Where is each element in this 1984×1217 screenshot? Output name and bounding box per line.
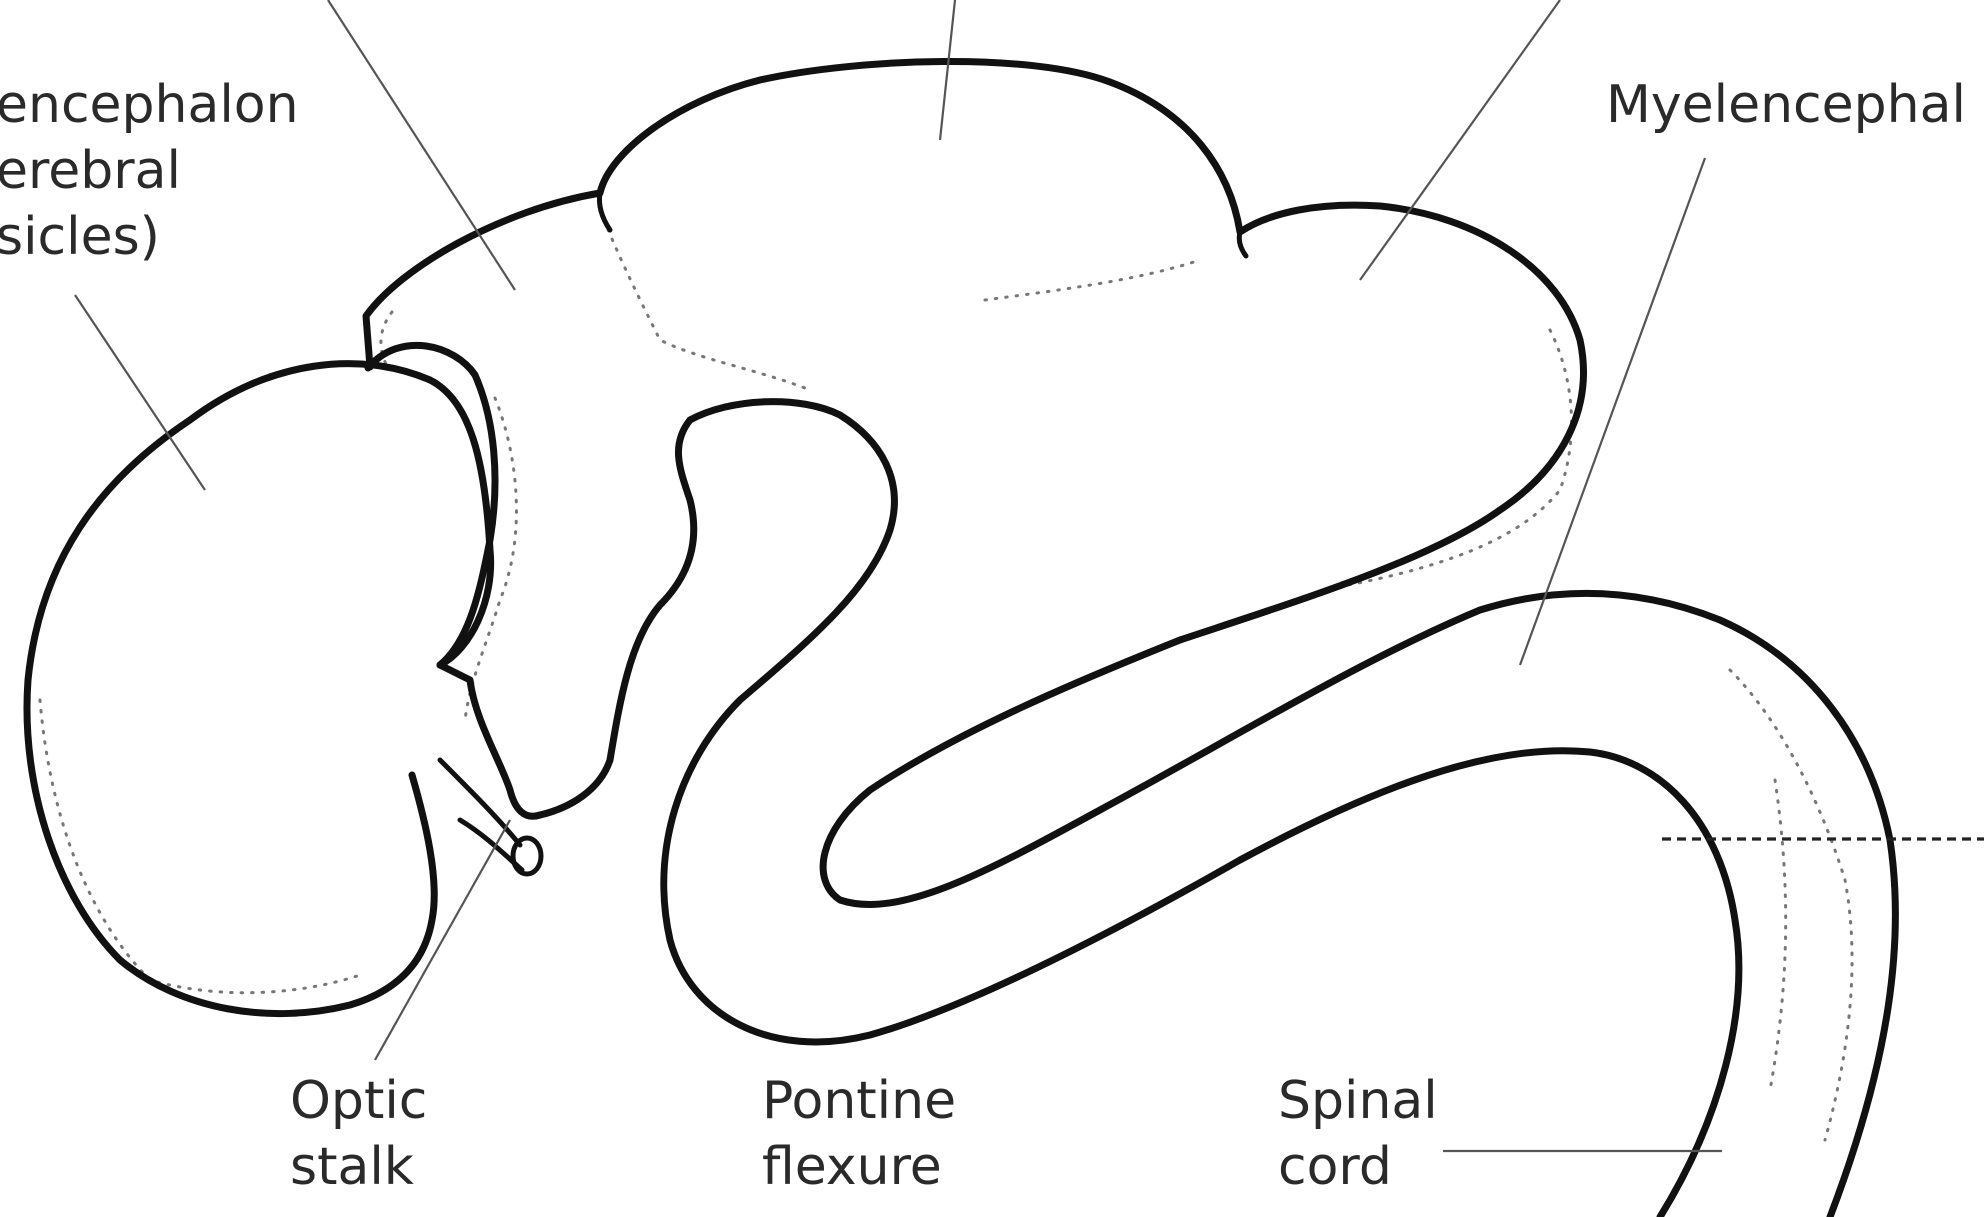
pontine-flexure-label: Pontine flexure <box>762 1068 956 1200</box>
leader-lines <box>75 0 1722 1151</box>
leader-diencephalon <box>328 0 515 290</box>
neural-tube-outline <box>366 61 1895 1217</box>
spinal-cord-label-line-2: cord <box>1278 1134 1438 1200</box>
telencephalon-label-line-1: encephalon <box>0 72 299 138</box>
pontine-flexure-label-line-1: Pontine <box>762 1068 956 1134</box>
cerebral-vesicle-outline <box>27 364 491 1014</box>
myelencephalon-label-text: Myelencephal <box>1606 72 1966 138</box>
optic-stalk-opening <box>513 838 541 874</box>
optic-stalk-outline <box>440 760 522 870</box>
mesencephalon-notch <box>599 193 610 230</box>
metencephalon-notch <box>1239 232 1246 256</box>
telencephalon-label-line-2: erebral <box>0 138 299 204</box>
leader-metencephalon <box>1360 0 1560 280</box>
myelencephalon-label: Myelencephal <box>1606 72 1966 138</box>
pontine-flexure-label-line-2: flexure <box>762 1134 956 1200</box>
leader-mesencephalon <box>940 0 955 140</box>
telencephalon-label-line-3: sicles) <box>0 204 299 270</box>
optic-stalk-label: Optic stalk <box>290 1068 427 1200</box>
spinal-cord-label: Spinal cord <box>1278 1068 1438 1200</box>
leader-myelencephalon <box>1520 158 1705 665</box>
leader-optic-stalk <box>375 820 510 1060</box>
diencephalon-front-outline <box>368 345 540 816</box>
spinal-cord-label-line-1: Spinal <box>1278 1068 1438 1134</box>
optic-stalk-label-line-1: Optic <box>290 1068 427 1134</box>
telencephalon-label: encephalon erebral sicles) <box>0 72 299 270</box>
optic-stalk-label-line-2: stalk <box>290 1134 427 1200</box>
pontine-flexure-outline <box>540 402 1739 1217</box>
